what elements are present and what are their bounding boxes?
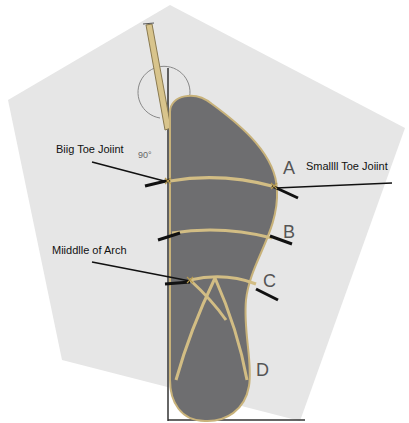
pencil: [143, 23, 171, 130]
joint-marks: [165, 178, 277, 283]
part-label: Smallll Toe Joiint: [306, 160, 388, 172]
strap-letter: A: [283, 159, 295, 179]
leader-lines: [92, 162, 392, 281]
straps: [170, 178, 276, 380]
horizontal-guide: [168, 419, 305, 421]
part-label: Biig Toe Joiint: [56, 143, 124, 155]
paper-sheet: [8, 5, 405, 421]
strap-letter: D: [256, 361, 269, 381]
strap-letter: C: [263, 272, 276, 292]
foot-outline: [170, 96, 277, 421]
strap-letter: B: [283, 223, 295, 243]
angle-label: 90°: [138, 151, 152, 161]
part-label: Miiddlle of Arch: [52, 244, 127, 256]
strap-ends: [145, 180, 298, 300]
